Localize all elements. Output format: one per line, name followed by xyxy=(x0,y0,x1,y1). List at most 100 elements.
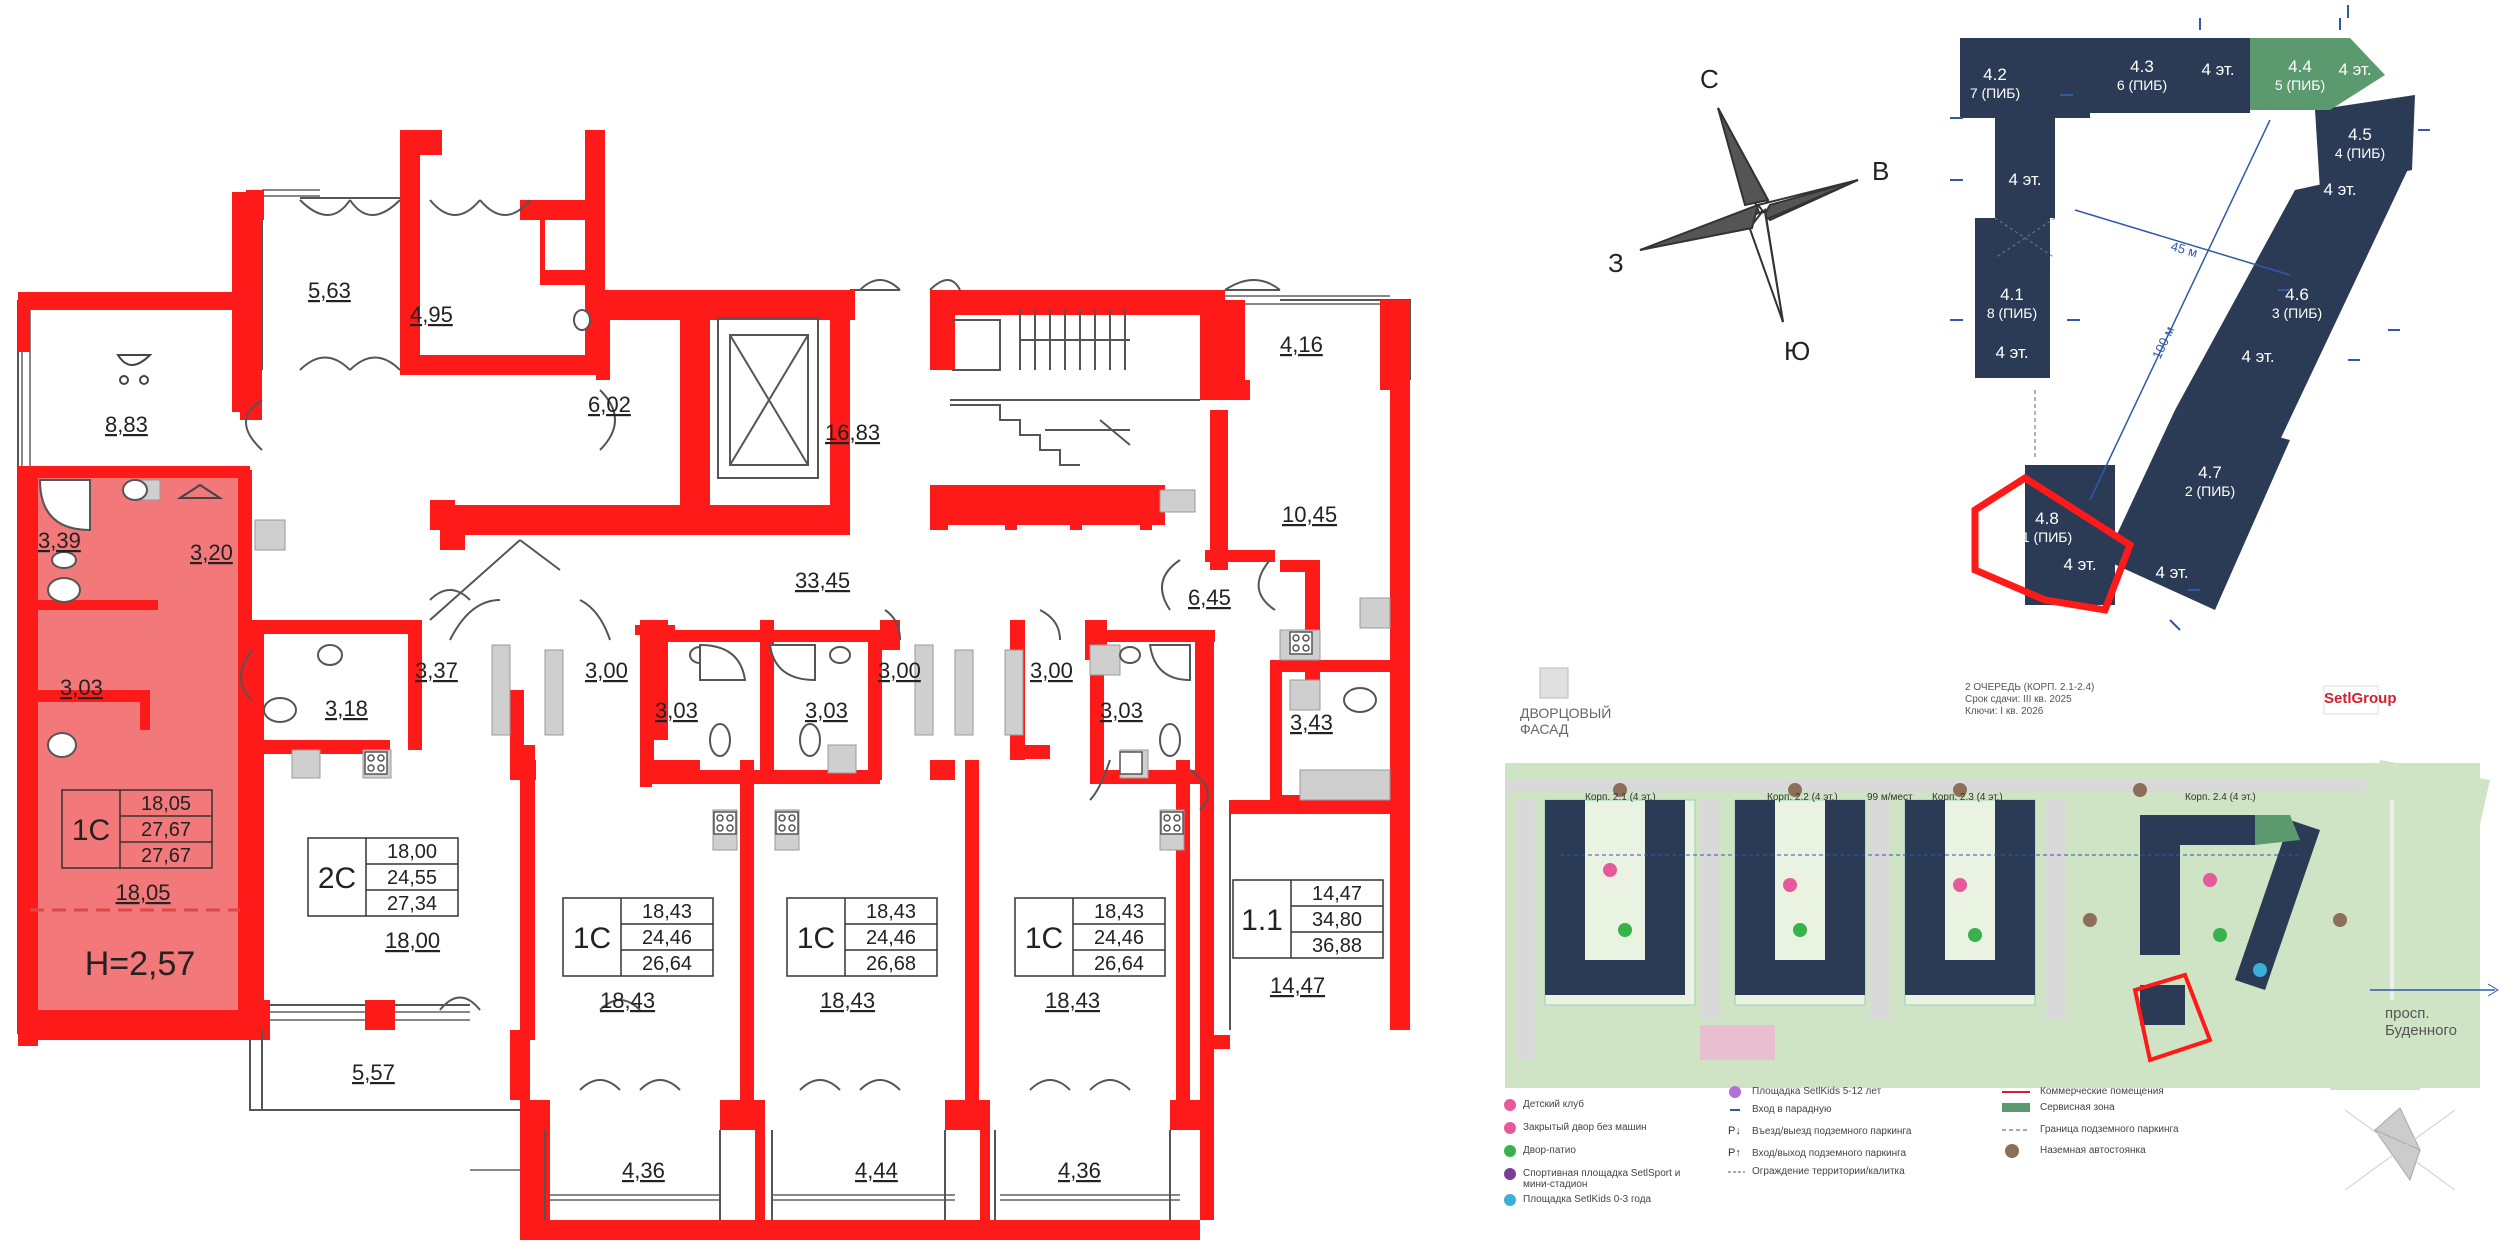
building-sub-label: 1 (ПИБ) xyxy=(2022,529,2072,545)
korpus-2-3: Корп. 2.3 (4 эт.) xyxy=(1932,792,2003,803)
building-number[interactable]: 4.3 xyxy=(2130,57,2154,76)
building-sub-label: 4 эт. xyxy=(2323,180,2356,199)
compass-west: З xyxy=(1608,248,1624,278)
building-number[interactable]: 4.5 xyxy=(2348,125,2372,144)
unit-area-value: 34,80 xyxy=(1312,909,1362,931)
main-floor-plan: 2С18,0024,5527,341С18,4324,4626,641С18,4… xyxy=(17,130,1411,1240)
legend-item: Спортивная площадка SetlSport и мини-ста… xyxy=(1523,1168,1681,1190)
unit-area-value: 27,34 xyxy=(387,893,437,915)
unit-type-label: 1С xyxy=(72,814,110,847)
ceiling-height-label: Н=2,57 xyxy=(85,945,196,983)
building-number[interactable]: 4.6 xyxy=(2285,285,2309,304)
building-sub-label: 4 эт. xyxy=(2008,170,2041,189)
unit-area-value: 18,43 xyxy=(642,901,692,923)
unit-area-value: 18,43 xyxy=(866,901,916,923)
building-number[interactable]: 4.8 xyxy=(2035,509,2059,528)
brand-logo: SetlGroup xyxy=(2324,690,2397,707)
unit-area-value: 27,67 xyxy=(141,819,191,841)
room-area-label: 3,03 xyxy=(60,675,103,700)
room-area-label: 3,39 xyxy=(38,528,81,553)
street-name: просп. Буденного xyxy=(2385,1005,2457,1039)
unit-area-value: 18,05 xyxy=(141,793,191,815)
room-area-label: 18,43 xyxy=(1045,988,1100,1013)
palace-facade-line1: ДВОРЦОВЫЙ xyxy=(1520,705,1612,721)
queue-info-line1: 2 ОЧЕРЕДЬ (КОРП. 2.1-2.4) xyxy=(1965,682,2095,693)
korpus-2-2: Корп. 2.2 (4 эт.) xyxy=(1767,792,1838,803)
building-sub-label: 7 (ПИБ) xyxy=(1970,85,2020,101)
building-sub-label: 4 (ПИБ) xyxy=(2335,145,2385,161)
room-area-label: 18,43 xyxy=(820,988,875,1013)
street-line2: Буденного xyxy=(2385,1022,2458,1039)
room-area-label: 3,37 xyxy=(415,658,458,683)
legend-item: Сервисная зона xyxy=(2040,1102,2115,1113)
building-sub-label: 3 (ПИБ) xyxy=(2272,305,2322,321)
svg-text:P↓: P↓ xyxy=(1728,1125,1741,1137)
street-line1: просп. xyxy=(2385,1005,2430,1022)
unit-info-box[interactable]: 1.1 14,47 34,80 36,88 xyxy=(1232,879,1384,959)
room-area-label: 4,44 xyxy=(855,1158,898,1183)
room-area-label: 6,45 xyxy=(1188,585,1231,610)
compass-south: Ю xyxy=(1784,336,1810,366)
room-area-label: 3,00 xyxy=(585,658,628,683)
walls xyxy=(18,130,1410,1240)
room-area-label: 4,36 xyxy=(622,1158,665,1183)
legend-item: Площадка SetlKids 5-12 лет xyxy=(1752,1086,1882,1097)
room-area-label: 3,03 xyxy=(655,698,698,723)
legend-item: Двор-патио xyxy=(1523,1145,1576,1156)
unit-area-value: 24,46 xyxy=(1094,927,1144,949)
room-area-label: 3,18 xyxy=(325,696,368,721)
building-sub-label: 6 (ПИБ) xyxy=(2117,77,2167,93)
building-sub-label: 4 эт. xyxy=(2155,563,2188,582)
room-area-label: 5,63 xyxy=(308,278,351,303)
legend-item: Закрытый двор без машин xyxy=(1523,1122,1647,1133)
room-area-label: 18,43 xyxy=(600,988,655,1013)
svg-text:P↑: P↑ xyxy=(1728,1147,1741,1159)
unit-area-value: 36,88 xyxy=(1312,935,1362,957)
room-area-label: 10,45 xyxy=(1282,502,1337,527)
building-sub-label: 4 эт. xyxy=(2201,60,2234,79)
korpus-2-1: Корп. 2.1 (4 эт.) xyxy=(1585,792,1656,803)
unit-info-box[interactable]: 1С 18,05 27,67 27,67 xyxy=(61,789,213,869)
legend-markers: P↓ P↑ xyxy=(1504,1086,2030,1206)
unit-type-label: 1.1 xyxy=(1241,904,1283,937)
building-number[interactable]: 4.4 xyxy=(2288,57,2312,76)
unit-type-label: 1С xyxy=(573,922,611,955)
key-plan: 45 м 100 м 4.27 (ПИБ)4.36 (ПИБ)4 эт.4.45… xyxy=(1950,5,2430,631)
building-sub-label: 8 (ПИБ) xyxy=(1987,305,2037,321)
unit-area-value: 18,43 xyxy=(1094,901,1144,923)
building-sub-label: 4 эт. xyxy=(1995,343,2028,362)
unit-area-value: 27,67 xyxy=(141,845,191,867)
building-number[interactable]: 4.1 xyxy=(2000,285,2024,304)
palace-facade-line2: ФАСАД xyxy=(1520,721,1569,737)
building-sub-label: 4 эт. xyxy=(2241,347,2274,366)
unit-area-value: 26,68 xyxy=(866,953,916,975)
room-area-label: 3,03 xyxy=(1100,698,1143,723)
room-area-label: 5,57 xyxy=(352,1060,395,1085)
compass-rose: С В Ю З xyxy=(1608,64,1889,366)
compass-north: С xyxy=(1700,64,1719,94)
room-area-label: 33,45 xyxy=(795,568,850,593)
distance-45m: 45 м xyxy=(2169,238,2199,260)
legend-item: Вход/выход подземного паркинга xyxy=(1752,1148,1907,1159)
compass-east: В xyxy=(1872,156,1889,186)
building-sub-label: 4 эт. xyxy=(2338,60,2371,79)
room-area-label: 4,36 xyxy=(1058,1158,1101,1183)
room-area-label: 18,00 xyxy=(385,928,440,953)
unit-area-value: 14,47 xyxy=(1312,883,1362,905)
building-number[interactable]: 4.7 xyxy=(2198,463,2222,482)
room-area-label: 16,83 xyxy=(825,420,880,445)
room-area-label: 14,47 xyxy=(1270,973,1325,998)
legend-item: Граница подземного паркинга xyxy=(2040,1124,2179,1135)
room-area-label: 6,02 xyxy=(588,392,631,417)
legend-item: Наземная автостоянка xyxy=(2040,1145,2146,1156)
building-number[interactable]: 4.2 xyxy=(1983,65,2007,84)
unit-area-value: 24,46 xyxy=(642,927,692,949)
legend-item: Площадка SetlKids 0-3 года xyxy=(1523,1194,1652,1205)
